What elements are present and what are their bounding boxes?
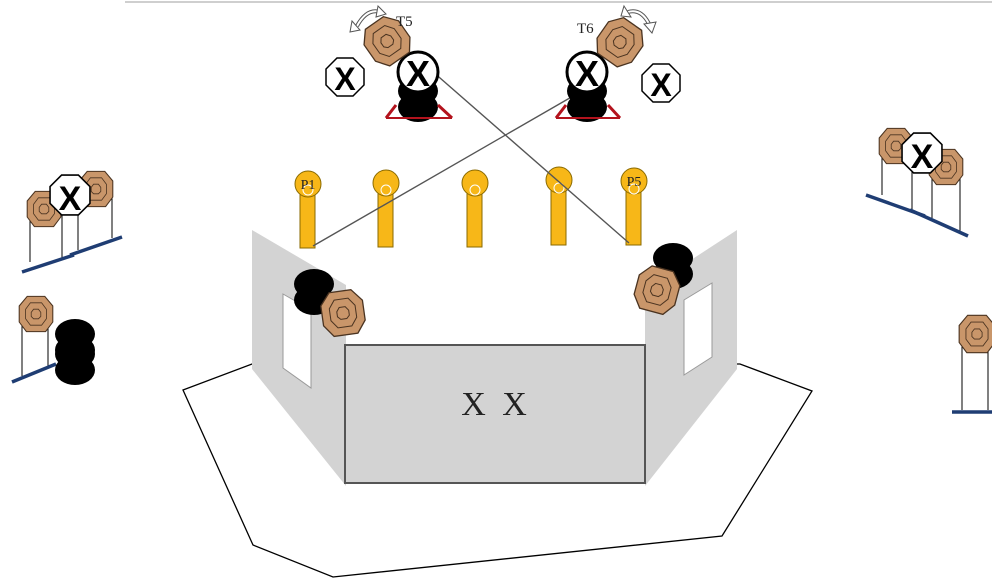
right-wall-port xyxy=(683,282,713,376)
no-shoot-x-icon: X xyxy=(59,180,82,218)
swinger-rotation-arrow-icon xyxy=(620,4,657,34)
target-array-right-upper: X xyxy=(865,127,969,238)
activation-line-p5-t5 xyxy=(423,63,630,244)
no-shoot-x-icon: X xyxy=(911,138,934,176)
popper-p2 xyxy=(372,169,400,248)
no-shoot-x-icon: X xyxy=(406,53,430,94)
shooting-box-marks: X X xyxy=(461,386,531,423)
swinger-rotation-arrow-icon xyxy=(349,4,387,33)
popper-p4 xyxy=(545,166,573,246)
no-shoot-x-icon: X xyxy=(575,53,599,94)
no-shoot-x-icon: X xyxy=(334,61,356,97)
target-label-t5: T5 xyxy=(396,14,413,30)
swinger-t6: X xyxy=(554,11,651,122)
target-array-left-lower xyxy=(11,295,95,385)
swinger-t5: X xyxy=(356,10,454,122)
target-label-t6: T6 xyxy=(577,21,594,37)
popper-p1-label: P1 xyxy=(301,178,316,193)
popper-p3 xyxy=(461,169,489,248)
no-shoot-x-icon: X xyxy=(650,67,672,103)
popper-p5: P5 xyxy=(620,167,648,246)
no-shoot-t6-right: X xyxy=(641,63,681,103)
popper-p1: P1 xyxy=(294,170,322,249)
no-shoot-t5-left: X xyxy=(325,57,365,97)
activation-line-p1-t6 xyxy=(312,83,595,247)
target-array-left-upper: X xyxy=(21,170,123,274)
target-array-right-lower xyxy=(952,314,992,414)
shooting-box xyxy=(344,344,646,484)
popper-p5-label: P5 xyxy=(627,175,642,190)
